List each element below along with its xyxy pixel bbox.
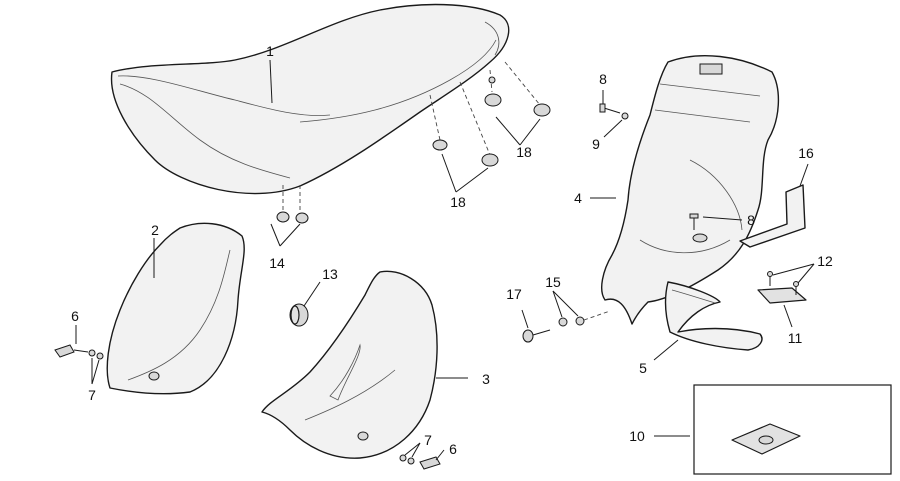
callout-5: 5 [639,360,647,376]
callout-11: 11 [788,330,803,346]
callout-8-middle: 8 [747,212,755,228]
washer-left-7 [88,349,104,360]
callout-4: 4 [574,190,582,206]
callout-17: 17 [506,286,522,302]
callout-16: 16 [798,145,814,161]
left-side-panel [106,222,245,395]
screws-12 [767,271,799,295]
grommet-13 [289,303,309,327]
callout-10: 10 [629,428,645,444]
screw-left-6 [54,344,89,358]
screw-17 [522,329,551,343]
cover-5 [664,281,763,351]
callout-2: 2 [151,222,159,238]
callout-15: 15 [545,274,561,290]
callout-9: 9 [592,136,600,152]
callout-6-right: 6 [449,441,457,457]
callout-18-upper: 18 [516,144,532,160]
callout-6-left: 6 [71,308,79,324]
callout-3: 3 [482,371,490,387]
rubber-pad-set-18 [432,76,551,167]
callout-18-lower: 18 [450,194,466,210]
rear-mudguard [601,54,780,325]
callout-1: 1 [266,43,274,59]
callout-12: 12 [817,253,833,269]
callout-7-right: 7 [424,432,432,448]
seat-bushing-set-14 [276,211,309,224]
callout-14: 14 [269,255,285,271]
screw-8-middle [689,213,699,230]
right-side-panel [261,270,438,459]
screw-right-6 [419,456,441,470]
bracket-16 [739,184,806,248]
plate-11 [757,287,807,304]
detail-box-10 [693,384,892,475]
callout-13: 13 [322,266,338,282]
washer-right-7 [399,454,415,465]
seat-part [110,3,510,195]
nut-9 [621,112,629,120]
callout-8-top: 8 [599,71,607,87]
screw-8-top [599,103,621,114]
washers-15 [558,310,611,327]
callout-7-left: 7 [88,387,96,403]
